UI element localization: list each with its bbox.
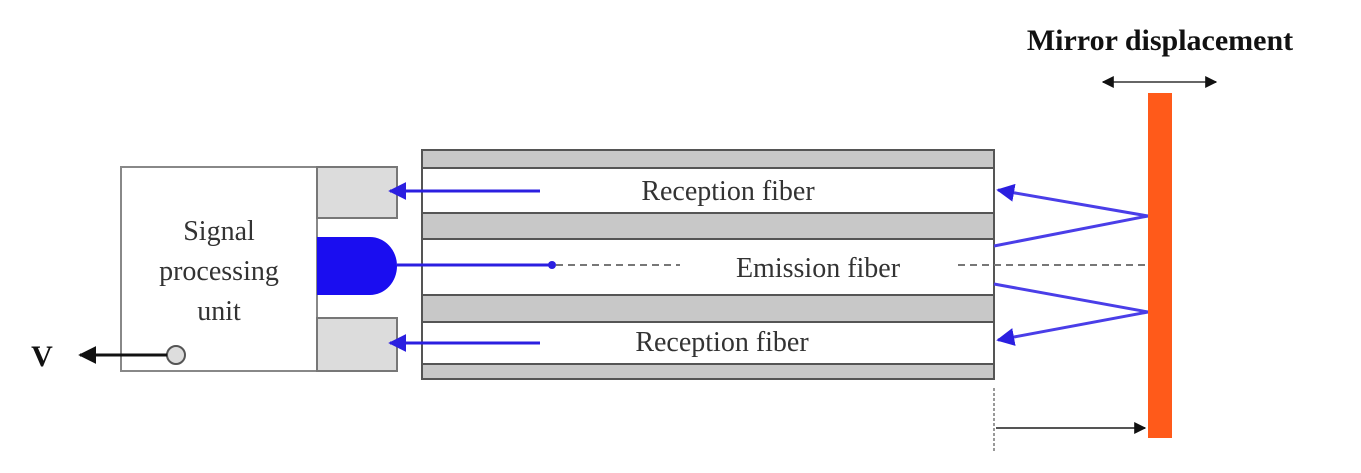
mirror <box>1148 93 1172 438</box>
emission-fiber-label: Emission fiber <box>736 253 901 284</box>
output-voltage-label: V <box>31 340 53 373</box>
detector-bottom <box>316 317 398 372</box>
emission-point-icon <box>548 261 556 269</box>
detector-top <box>316 166 398 219</box>
unit-label-line2: processing <box>159 256 279 287</box>
reception-fiber-top-label: Reception fiber <box>641 176 815 207</box>
reflected-rays <box>993 183 1149 346</box>
fiber-bundle: Reception fiber Emission fiber Reception… <box>421 149 995 380</box>
diagram-title: Mirror displacement <box>1027 24 1293 57</box>
emitter-led-icon <box>317 237 397 295</box>
signal-processing-unit: Signal processing unit <box>120 166 318 372</box>
unit-label-line1: Signal <box>183 216 255 247</box>
output-terminal-icon <box>166 345 186 365</box>
reception-fiber-bottom-label: Reception fiber <box>635 327 809 358</box>
unit-label-line3: unit <box>197 296 241 327</box>
